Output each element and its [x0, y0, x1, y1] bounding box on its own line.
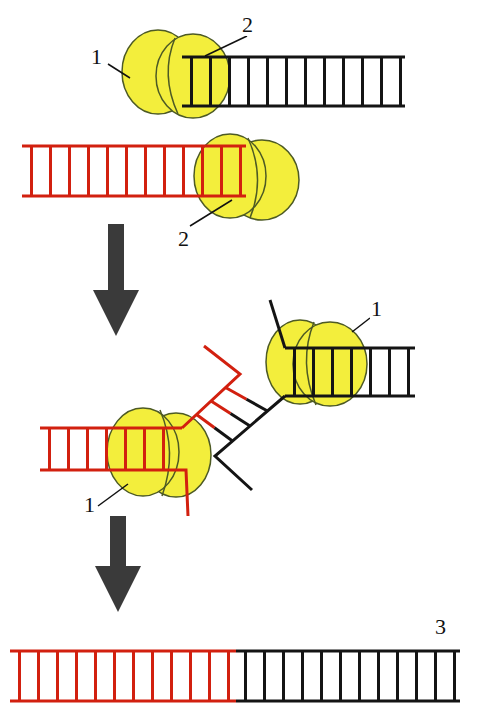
- base-pair: [215, 428, 233, 441]
- callout-number: 1: [90, 46, 103, 68]
- base-pair: [369, 348, 372, 396]
- leader-line: [98, 36, 370, 506]
- strand: [236, 700, 460, 703]
- base-pair: [377, 651, 380, 701]
- base-pair: [132, 651, 135, 701]
- base-pair: [350, 348, 353, 396]
- base-pair: [30, 146, 33, 196]
- base-pair: [247, 399, 268, 411]
- base-pair: [247, 57, 250, 106]
- base-pair: [434, 651, 437, 701]
- base-pair: [182, 146, 185, 196]
- base-pair: [106, 146, 109, 196]
- base-pair: [144, 146, 147, 196]
- base-pair: [37, 651, 40, 701]
- base-pair: [162, 428, 165, 470]
- base-pair: [56, 651, 59, 701]
- base-pair: [190, 57, 193, 106]
- base-pair: [86, 428, 89, 470]
- base-pair: [87, 146, 90, 196]
- base-pair: [75, 651, 78, 701]
- base-pair: [113, 651, 116, 701]
- base-pair: [304, 57, 307, 106]
- base-pair: [201, 146, 204, 196]
- base-pair: [323, 57, 326, 106]
- base-pair: [407, 348, 410, 396]
- callout-number: 3: [434, 616, 447, 638]
- base-pair: [361, 57, 364, 106]
- base-pair: [226, 388, 247, 400]
- callout-number: 1: [370, 298, 383, 320]
- base-pair: [358, 651, 361, 701]
- base-pair: [228, 57, 231, 106]
- dna-strands: [10, 57, 460, 701]
- process-arrow: [95, 516, 141, 612]
- strand: [22, 145, 246, 148]
- base-pair: [342, 57, 345, 106]
- base-pair: [105, 428, 108, 470]
- base-pair: [143, 428, 146, 470]
- base-pair: [189, 651, 192, 701]
- strand: [10, 700, 236, 703]
- base-pair: [124, 428, 127, 470]
- base-pair: [170, 651, 173, 701]
- strand: [182, 470, 188, 516]
- strand: [10, 650, 236, 653]
- protein-blob: [107, 408, 211, 497]
- base-pair: [18, 651, 21, 701]
- strand: [236, 650, 460, 653]
- base-pair: [49, 146, 52, 196]
- base-pair: [48, 428, 51, 470]
- base-pair: [263, 651, 266, 701]
- base-pair: [94, 651, 97, 701]
- base-pair: [151, 651, 154, 701]
- strand: [22, 195, 246, 198]
- base-pair: [312, 348, 315, 396]
- base-pair: [415, 651, 418, 701]
- base-pair: [320, 651, 323, 701]
- base-pair: [197, 415, 215, 428]
- base-pair: [266, 57, 269, 106]
- base-pair: [453, 651, 456, 701]
- base-pair: [67, 428, 70, 470]
- strand: [182, 105, 405, 108]
- base-pair: [68, 146, 71, 196]
- base-pair: [239, 146, 242, 196]
- base-pair: [231, 414, 251, 427]
- base-pair: [396, 651, 399, 701]
- base-pair: [293, 348, 296, 396]
- base-pair: [209, 57, 212, 106]
- base-pair: [388, 348, 391, 396]
- strand: [270, 300, 285, 348]
- base-pair: [227, 651, 230, 701]
- base-pair: [211, 401, 231, 414]
- base-pair: [301, 651, 304, 701]
- base-pair: [399, 57, 402, 106]
- base-pair: [380, 57, 383, 106]
- base-pair: [244, 651, 247, 701]
- base-pair: [282, 651, 285, 701]
- base-pair: [220, 146, 223, 196]
- base-pair: [163, 146, 166, 196]
- callout-number: 1: [83, 494, 96, 516]
- base-pair: [331, 348, 334, 396]
- callout-number: 2: [177, 228, 190, 250]
- base-pair: [339, 651, 342, 701]
- base-pair: [125, 146, 128, 196]
- strand: [182, 56, 405, 59]
- strand: [40, 469, 182, 472]
- base-pair: [285, 57, 288, 106]
- base-pair: [208, 651, 211, 701]
- callout-number: 2: [241, 14, 254, 36]
- process-arrow: [93, 224, 139, 336]
- strand: [40, 427, 182, 430]
